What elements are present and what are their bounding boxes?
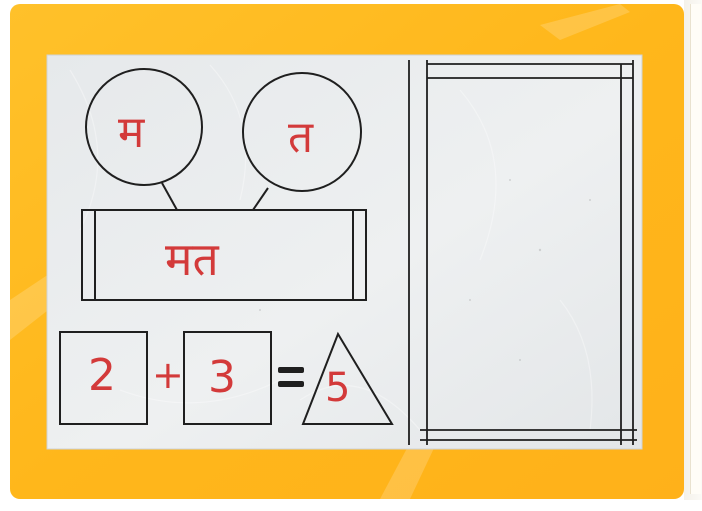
equation-shapes bbox=[59, 331, 394, 425]
eq-plus: + bbox=[152, 353, 184, 397]
word-box bbox=[81, 209, 367, 301]
letter-left-circle: म bbox=[118, 107, 145, 158]
eq-right-number: 3 bbox=[208, 352, 236, 403]
page-edge-bottom bbox=[0, 500, 702, 507]
word-in-box: मत bbox=[165, 232, 220, 286]
page-edge-right bbox=[684, 0, 702, 507]
paper-speckles bbox=[259, 179, 591, 361]
eq-result: 5 bbox=[325, 365, 350, 411]
red-handwriting: म त मत 2 + 3 5 bbox=[88, 107, 350, 411]
right-circle bbox=[242, 72, 362, 192]
right-panel-frame bbox=[408, 60, 637, 445]
connector-lines bbox=[161, 182, 269, 211]
letter-right-circle: त bbox=[288, 112, 314, 163]
eq-left-number: 2 bbox=[88, 350, 116, 401]
left-circle bbox=[85, 68, 203, 186]
eq-equals bbox=[278, 367, 304, 387]
page-edge-paper bbox=[690, 4, 701, 494]
